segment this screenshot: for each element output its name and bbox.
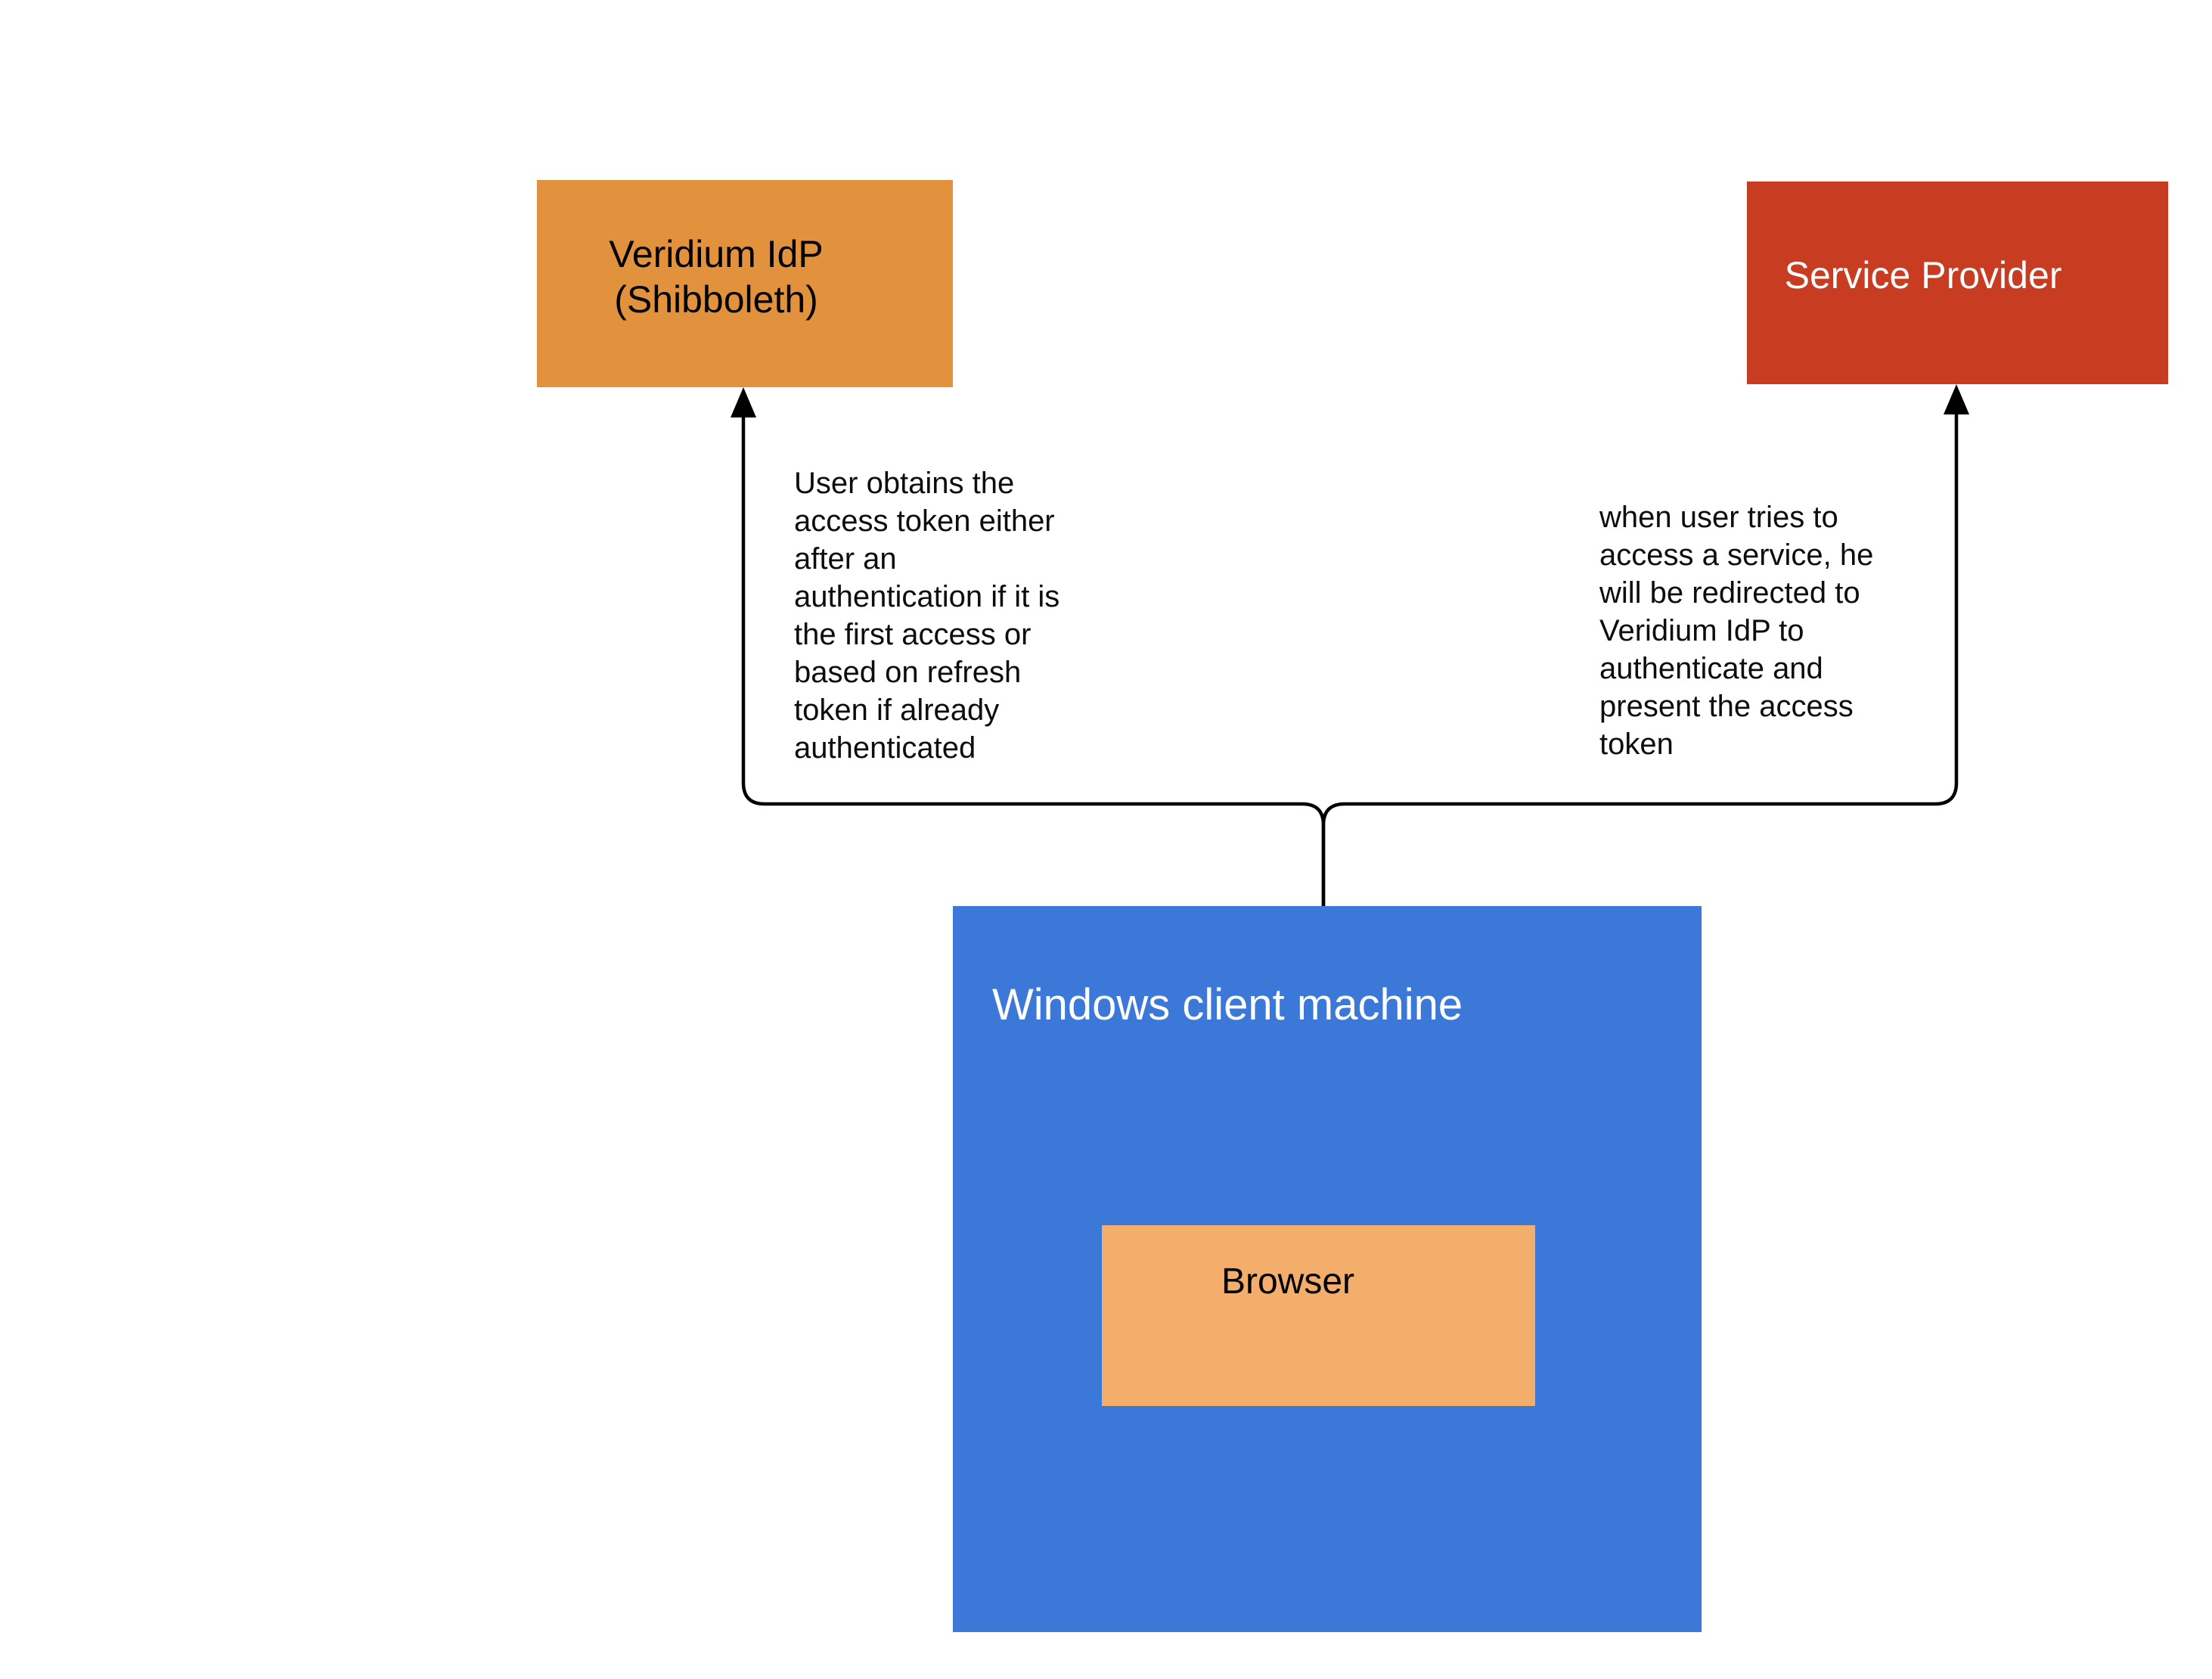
arrowhead-veridium-icon bbox=[731, 387, 756, 417]
veridium-idp-node bbox=[537, 180, 953, 387]
annotation-service-redirect: when user tries to access a service, he … bbox=[1599, 501, 1874, 761]
service-provider-node bbox=[1747, 182, 2168, 384]
annotation-access-token: User obtains the access token either aft… bbox=[794, 467, 1060, 765]
windows-client-machine-label: Windows client machine bbox=[992, 980, 1463, 1029]
veridium-idp-label: Veridium IdP (Shibboleth) bbox=[609, 233, 824, 321]
arrowhead-service-provider-icon bbox=[1944, 384, 1969, 414]
service-provider-label: Service Provider bbox=[1784, 254, 2062, 296]
browser-node bbox=[1102, 1225, 1535, 1406]
browser-label: Browser bbox=[1221, 1262, 1355, 1302]
